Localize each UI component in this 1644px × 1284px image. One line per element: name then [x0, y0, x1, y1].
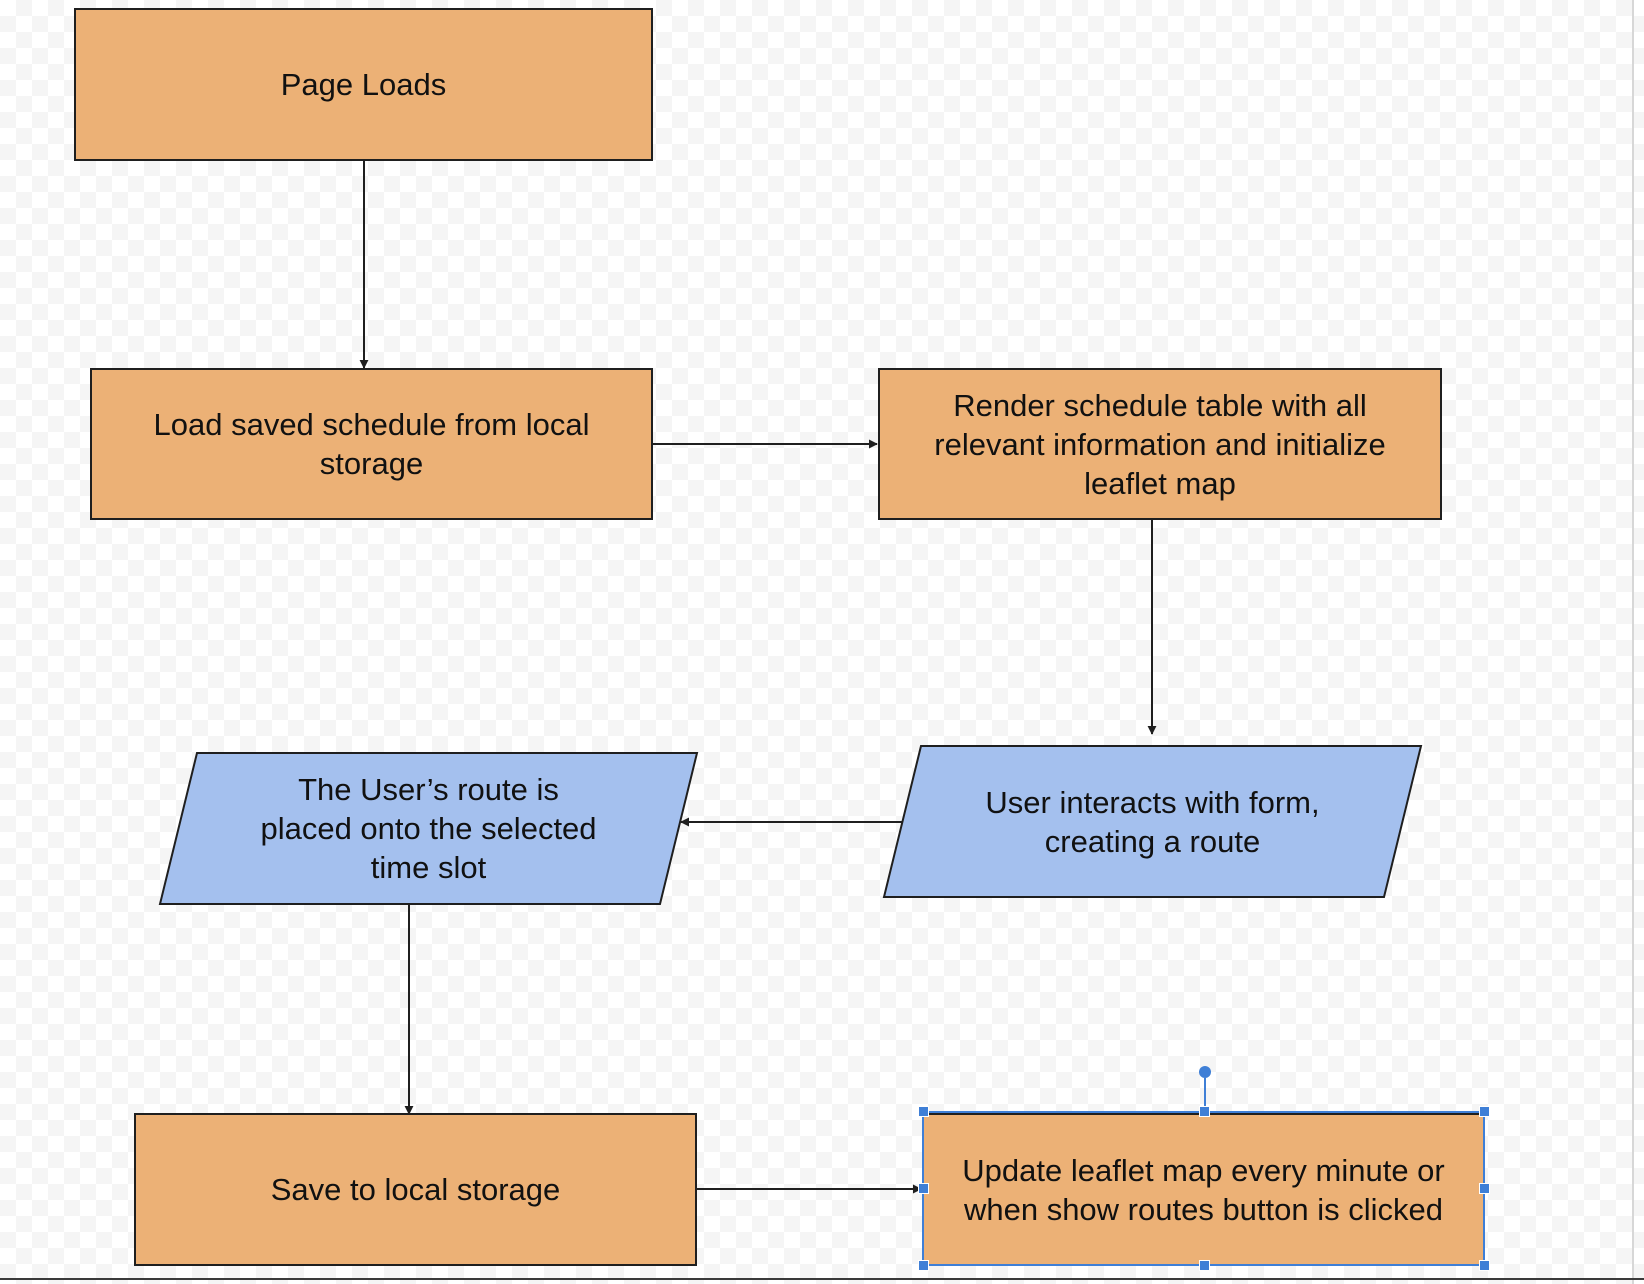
resize-handle-left[interactable]: [918, 1183, 929, 1194]
node-label: User interacts with form, creating a rou…: [985, 784, 1320, 859]
resize-handle-bottom-right[interactable]: [1479, 1260, 1490, 1271]
parallelogram-shape: [158, 752, 699, 905]
node-update-leaflet-map[interactable]: Update leaflet map every minute or when …: [922, 1113, 1485, 1266]
node-label: Render schedule table with all relevant …: [934, 387, 1386, 501]
resize-handle-bottom[interactable]: [1199, 1260, 1210, 1271]
node-label: Update leaflet map every minute or when …: [962, 1152, 1445, 1227]
node-label: The User’s route is placed onto the sele…: [260, 772, 597, 885]
node-user-interacts[interactable]: User interacts with form, creating a rou…: [882, 745, 1423, 898]
node-route-placed[interactable]: The User’s route is placed onto the sele…: [158, 752, 699, 905]
node-load-saved-schedule[interactable]: Load saved schedule from local storage: [90, 368, 653, 520]
rotate-handle[interactable]: [1199, 1066, 1211, 1078]
node-label: Load saved schedule from local storage: [153, 407, 590, 481]
resize-handle-top-left[interactable]: [918, 1106, 929, 1117]
resize-handle-top-right[interactable]: [1479, 1106, 1490, 1117]
rotate-handle-stem: [1204, 1078, 1206, 1112]
node-page-loads[interactable]: Page Loads: [74, 8, 653, 161]
parallelogram-shape: [882, 745, 1423, 898]
canvas-bottom-edge: [0, 1278, 1644, 1280]
resize-handle-right[interactable]: [1479, 1183, 1490, 1194]
resize-handle-bottom-left[interactable]: [918, 1260, 929, 1271]
node-label: Save to local storage: [270, 1172, 561, 1207]
node-render-schedule-table[interactable]: Render schedule table with all relevant …: [878, 368, 1442, 520]
canvas-right-edge: [1632, 0, 1634, 1284]
resize-handle-top[interactable]: [1199, 1106, 1210, 1117]
node-save-to-local-storage[interactable]: Save to local storage: [134, 1113, 697, 1266]
node-label: Page Loads: [280, 67, 447, 102]
